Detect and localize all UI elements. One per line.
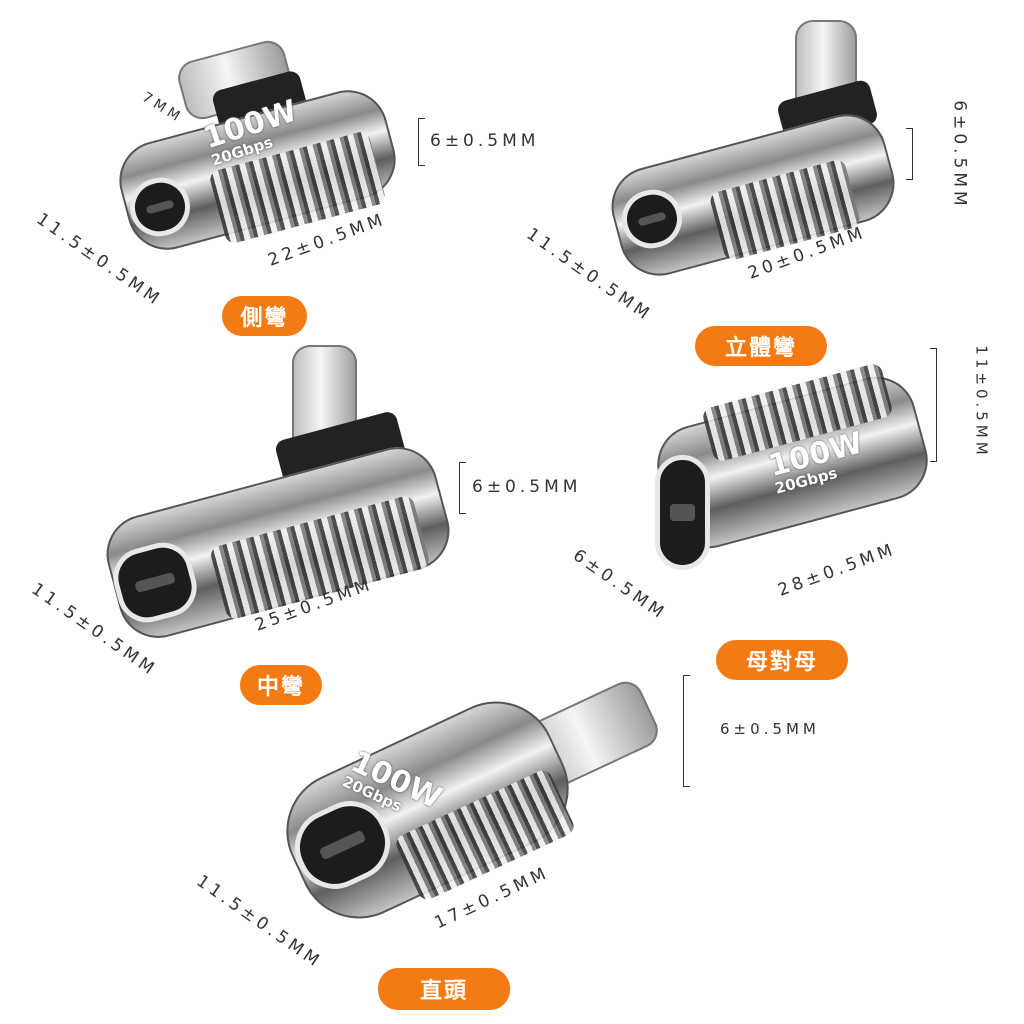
label-middle-bend: 中彎: [240, 665, 322, 705]
dim-height: 6±0.5MM: [472, 477, 582, 497]
dim-height: 6±0.5MM: [949, 100, 970, 210]
dim-height: 6±0.5MM: [430, 131, 540, 151]
dim-bracket: [683, 675, 690, 787]
label-straight: 直頭: [378, 968, 510, 1010]
dim-bracket: [930, 348, 937, 462]
dim-height: 6±0.5MM: [720, 720, 820, 738]
dim-bracket: [906, 128, 913, 180]
dim-length: 28±0.5MM: [775, 539, 899, 601]
label-female-to-female: 母對母: [716, 640, 848, 680]
label-3d-bend: 立體彎: [695, 326, 827, 366]
label-side-bend: 側彎: [222, 296, 307, 336]
usb-c-port: [655, 455, 710, 570]
dim-plug: 7MM: [139, 89, 186, 127]
dim-bracket: [418, 118, 425, 166]
dim-height: 6±0.5MM: [569, 545, 671, 625]
dim-bracket: [459, 462, 466, 514]
dim-width: 11±0.5MM: [972, 345, 991, 459]
